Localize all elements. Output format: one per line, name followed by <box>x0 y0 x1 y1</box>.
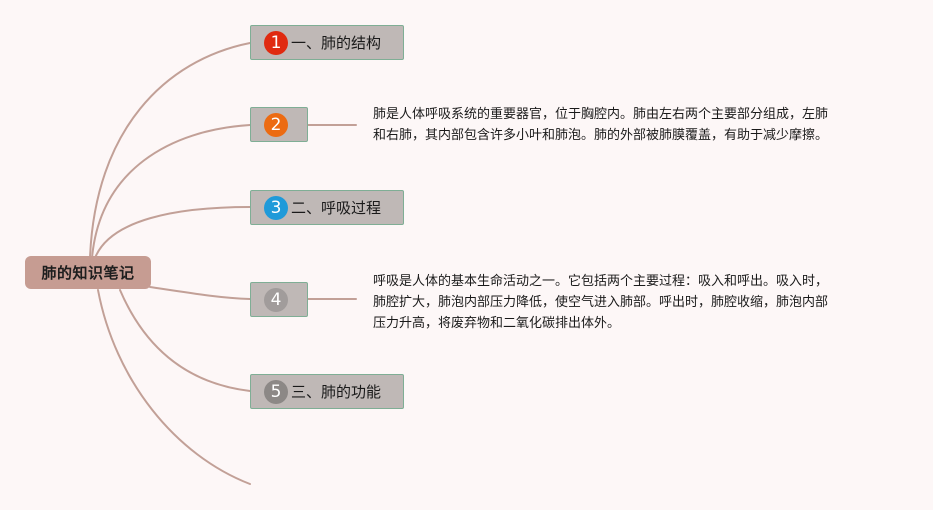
number-badge-2: 2 <box>264 112 288 137</box>
description-line: 肺腔扩大，肺泡内部压力降低，使空气进入肺部。呼出时，肺腔收缩，肺泡内部 <box>373 295 829 310</box>
number-badge-5: 5 <box>264 379 288 404</box>
topic-node-4[interactable]: 4 <box>250 282 308 317</box>
topic-node-3[interactable]: 3 二、呼吸过程 <box>250 190 404 225</box>
topic-node-2[interactable]: 2 <box>250 107 308 142</box>
number-badge-3: 3 <box>264 195 288 220</box>
topic-node-5-label: 三、肺的功能 <box>291 383 382 401</box>
connector-root-node-4 <box>149 286 251 300</box>
description-breathing-process[interactable]: 呼吸是人体的基本生命活动之一。它包括两个主要过程：吸入和呼出。吸入时， 肺腔扩大… <box>373 271 868 334</box>
description-line: 和右肺，其内部包含许多小叶和肺泡。肺的外部被肺膜覆盖，有助于减少摩擦。 <box>373 128 829 143</box>
connector-root-node-2 <box>91 124 251 259</box>
description-line: 呼吸是人体的基本生命活动之一。它包括两个主要过程：吸入和呼出。吸入时， <box>373 274 829 289</box>
topic-node-3-label: 二、呼吸过程 <box>291 199 382 217</box>
root-topic-label: 肺的知识笔记 <box>41 264 135 282</box>
connector-root-bottom <box>97 289 251 485</box>
description-lung-structure[interactable]: 肺是人体呼吸系统的重要器官，位于胸腔内。肺由左右两个主要部分组成，左肺 和右肺，… <box>373 104 873 146</box>
description-line: 肺是人体呼吸系统的重要器官，位于胸腔内。肺由左右两个主要部分组成，左肺 <box>373 107 829 122</box>
description-line: 压力升高，将废弃物和二氧化碳排出体外。 <box>373 316 621 331</box>
number-badge-4: 4 <box>264 287 288 312</box>
topic-node-1-label: 一、肺的结构 <box>291 34 382 52</box>
connector-root-node-5 <box>119 289 251 392</box>
connector-root-node-1 <box>89 42 251 259</box>
topic-node-5[interactable]: 5 三、肺的功能 <box>250 374 404 409</box>
root-topic[interactable]: 肺的知识笔记 <box>25 256 151 289</box>
connector-root-node-3 <box>94 206 251 259</box>
topic-node-1[interactable]: 1 一、肺的结构 <box>250 25 404 60</box>
number-badge-1: 1 <box>264 30 288 55</box>
